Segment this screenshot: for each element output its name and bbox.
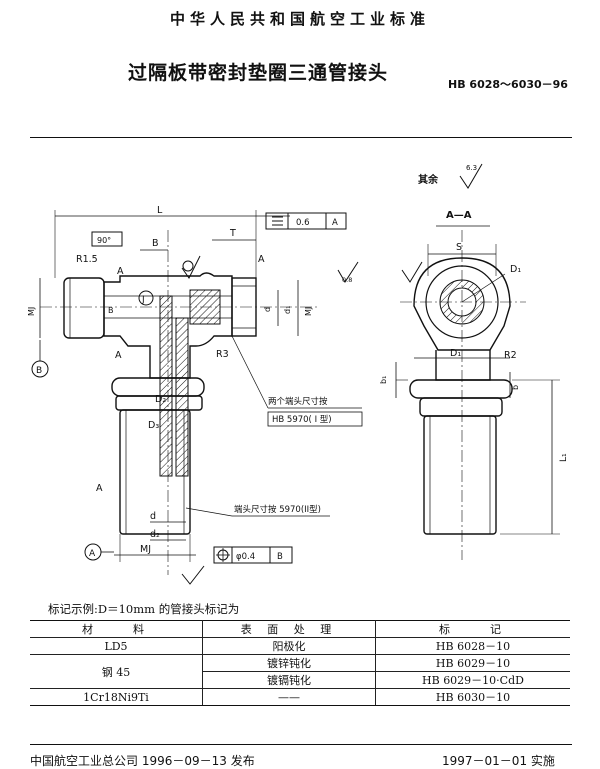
header-mark: 标 记: [375, 620, 570, 638]
tol-flat-ref: A: [332, 218, 338, 228]
mark-B-left: B: [108, 306, 114, 315]
section-mark-A-top: A: [117, 266, 124, 277]
note-ends-line-1: 两个端头尺寸按: [268, 396, 328, 407]
cell-material: 1Cr18Ni9Ti: [30, 688, 203, 706]
document-title: 过隔板带密封垫圈三通管接头: [128, 62, 389, 84]
cell-treatment: ——: [202, 688, 376, 706]
marking-example: 标记示例:D＝10mm 的管接头标记为: [48, 602, 240, 616]
dim-b1-label: b₁: [379, 376, 388, 384]
dim-L1-label: L₁: [559, 453, 569, 462]
cell-mark: HB 6030－10: [375, 688, 570, 706]
roughness-value: 6.3: [466, 164, 477, 172]
dim-MJ-right: MJ: [304, 307, 313, 316]
table-row: 钢 45 镀锌钝化 HB 6029－10: [30, 654, 570, 689]
cell-treatment: 阳极化: [202, 637, 376, 655]
main-view: [31, 210, 362, 585]
dim-S-label: S: [456, 242, 462, 253]
standard-organization: 中华人民共和国航空工业标准: [169, 10, 430, 28]
tol-pos-value: φ0.4: [236, 552, 255, 562]
cell-mark: HB 6029－10·CdD: [375, 671, 570, 689]
section-thread-stem: [423, 415, 497, 535]
cell-treatment: 镀镉钝化: [202, 671, 376, 689]
tol-flat-value: 0.6: [296, 218, 310, 228]
dim-MJ-left: MJ: [27, 307, 36, 316]
dim-L-label: L: [157, 205, 163, 216]
bottom-rule: [30, 744, 572, 745]
note-ends-line-2: HB 5970( I 型): [272, 415, 332, 425]
roughness-08-label: 0.8: [342, 276, 352, 284]
cell-material: LD5: [30, 637, 203, 655]
effective-date: 1997－01－01 实施: [442, 754, 555, 768]
note-end-single: 端头尺寸按 5970(II型): [234, 504, 321, 515]
datum-A-label: A: [89, 549, 96, 559]
header-material: 材 料: [30, 620, 203, 638]
dim-D1-circle: D₁: [510, 264, 521, 275]
dim-D2-label: D₂: [155, 394, 166, 405]
lower-thread-stem: [119, 409, 191, 535]
dim-T-label: T: [229, 228, 236, 239]
radius-R2-label: R2: [504, 350, 517, 361]
section-mark-A-bottom: A: [115, 350, 122, 361]
section-washer: [409, 379, 513, 399]
cell-treatment: 镀锌钝化: [202, 654, 376, 672]
dim-MJ-bottom: MJ: [140, 544, 151, 555]
dim-d-right: d: [263, 307, 272, 312]
tol-pos-ref: B: [277, 552, 283, 562]
section-mark-A-stem: A: [96, 483, 103, 494]
radius-R15-label: R1.5: [76, 254, 98, 265]
angle-90-label: 90°: [97, 236, 111, 245]
marking-table: 材 料 表 面 处 理 标 记 LD5 阳极化 HB 6028－10 钢 45 …: [30, 620, 570, 706]
section-view: [395, 163, 560, 560]
dim-d2-bottom: d₂: [150, 529, 160, 540]
section-label: A—A: [446, 210, 472, 221]
dim-d1-label: d₁: [283, 306, 292, 314]
cell-mark: HB 6029－10: [375, 654, 570, 672]
issue-statement: 中国航空工业总公司 1996－09－13 发布: [30, 754, 255, 768]
top-rule: [30, 137, 572, 138]
radius-R3-label: R3: [216, 349, 229, 360]
document-code: HB 6028～6030－96: [448, 78, 568, 91]
section-body: [413, 257, 511, 351]
roughness-other-label: 其余: [418, 173, 439, 186]
dim-D1-section: D₁: [450, 348, 461, 359]
cell-material: 钢 45: [30, 654, 203, 689]
dim-b-label: b: [511, 385, 520, 390]
table-row: 1Cr18Ni9Ti —— HB 6030－10: [30, 688, 570, 706]
header-treatment: 表 面 处 理: [202, 620, 376, 638]
table-row: LD5 阳极化 HB 6028－10: [30, 637, 570, 655]
technical-drawing: 其余 6.3 A—A L T B S 90° R1.5 R2 R3 A A A …: [27, 163, 569, 585]
datum-B-label: B: [36, 366, 42, 376]
mark-J-label: J: [141, 295, 145, 305]
section-mark-A-right: A: [258, 254, 265, 265]
dim-d-bottom: d: [150, 511, 156, 522]
cell-mark: HB 6028－10: [375, 637, 570, 655]
dim-D3-label: D₃: [148, 420, 159, 431]
dim-B-label: B: [152, 238, 159, 249]
